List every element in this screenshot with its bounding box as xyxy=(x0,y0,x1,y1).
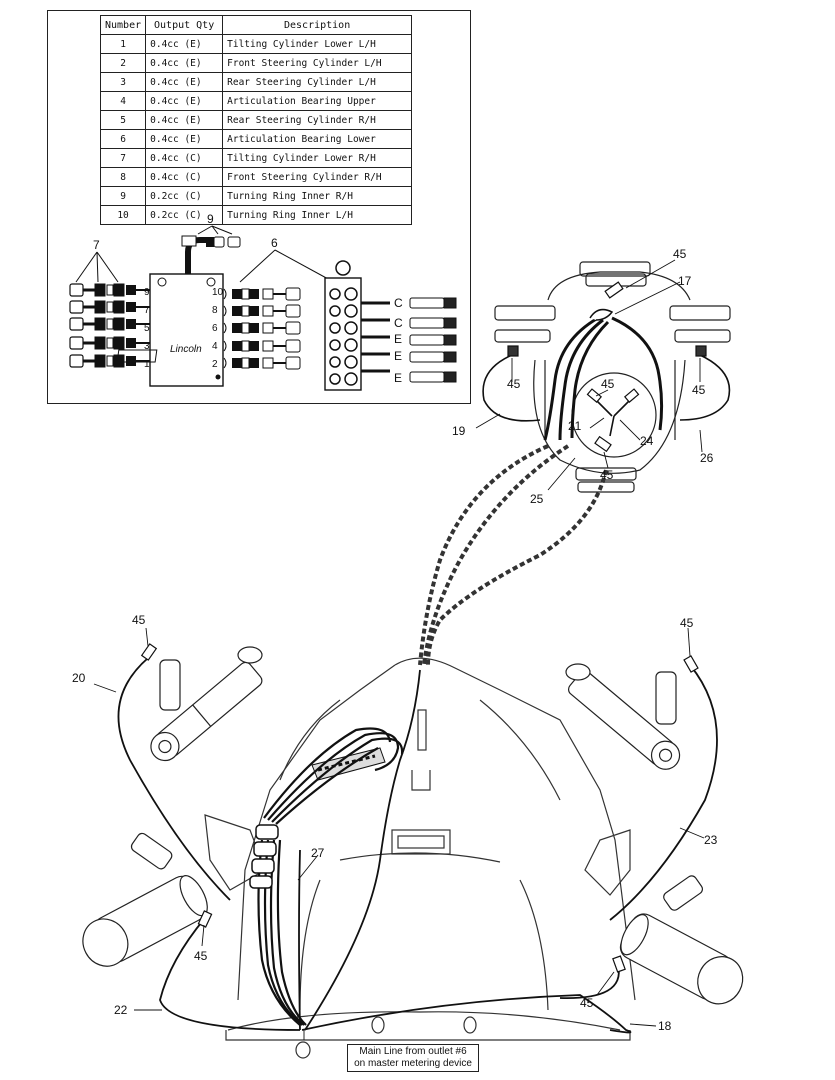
outlet-letter: C xyxy=(394,296,403,310)
port-label: 10 xyxy=(212,287,224,298)
right-fittings xyxy=(223,287,301,370)
grouped-hoses xyxy=(257,727,404,1026)
callout-45: 45 xyxy=(194,949,208,963)
callout-45: 45 xyxy=(673,247,687,261)
lincoln-logo: Lincoln xyxy=(170,344,202,355)
callout-18: 18 xyxy=(658,1019,672,1033)
cell-desc: Turning Ring Inner L/H xyxy=(222,205,413,225)
port-label: 9 xyxy=(144,287,150,298)
port-label: 4 xyxy=(212,341,218,352)
outlet-letter: E xyxy=(394,332,402,346)
callout-24: 24 xyxy=(640,434,654,448)
callout-7-fittings: 7 xyxy=(93,238,100,252)
main-line-note: Main Line from outlet #6 on master meter… xyxy=(347,1044,479,1072)
cell-qty: 0.2cc (C) xyxy=(145,205,224,225)
dashed-supply-hoses xyxy=(418,444,608,666)
callout-45: 45 xyxy=(680,616,694,630)
outlet-letter: E xyxy=(394,371,402,385)
callout-45: 45 xyxy=(507,377,521,391)
outlet-letter: C xyxy=(394,316,403,330)
port-label: 2 xyxy=(212,359,218,370)
main-line-note-line2: on master metering device xyxy=(354,1058,472,1069)
callout-23: 23 xyxy=(704,833,718,847)
port-label: 6 xyxy=(212,323,218,334)
metering-inset-frame xyxy=(47,10,471,404)
callout-20: 20 xyxy=(72,671,86,685)
hose-sleeve xyxy=(249,824,279,889)
main-line-note-line1: Main Line from outlet #6 xyxy=(359,1046,467,1057)
callout-45: 45 xyxy=(600,468,614,482)
callout-45: 45 xyxy=(601,377,615,391)
callout-27: 27 xyxy=(311,846,325,860)
port-label: 8 xyxy=(212,305,218,316)
port-label: 3 xyxy=(144,341,150,352)
callout-22: 22 xyxy=(114,1003,128,1017)
callout-45: 45 xyxy=(132,613,146,627)
callout-19: 19 xyxy=(452,424,466,438)
port-label: 1 xyxy=(144,359,150,370)
port-label: 7 xyxy=(144,305,150,316)
callout-26: 26 xyxy=(700,451,714,465)
callout-17: 17 xyxy=(678,274,692,288)
outlet-letter: E xyxy=(394,349,402,363)
callout-45: 45 xyxy=(580,996,594,1010)
callout-45: 45 xyxy=(692,383,706,397)
cell-number: 10 xyxy=(99,205,147,225)
callout-21: 21 xyxy=(568,419,582,433)
metering-block-drawing: Lincoln 9 9 7 5 3 1 10 8 6 4 2 xyxy=(69,212,457,391)
table-header-row: Number Output Qty Description xyxy=(99,15,413,35)
metering-block-body xyxy=(149,273,224,387)
cylinders xyxy=(82,646,744,1005)
callout-25: 25 xyxy=(530,492,544,506)
port-label: 5 xyxy=(144,323,150,334)
callout-9-elbow: 9 xyxy=(207,212,214,226)
ring-hoses xyxy=(543,316,664,441)
frame-metering-block xyxy=(311,747,386,781)
ring-small-hoses xyxy=(482,354,731,437)
left-fittings xyxy=(69,283,150,368)
callout-6-fittings: 6 xyxy=(271,236,278,250)
